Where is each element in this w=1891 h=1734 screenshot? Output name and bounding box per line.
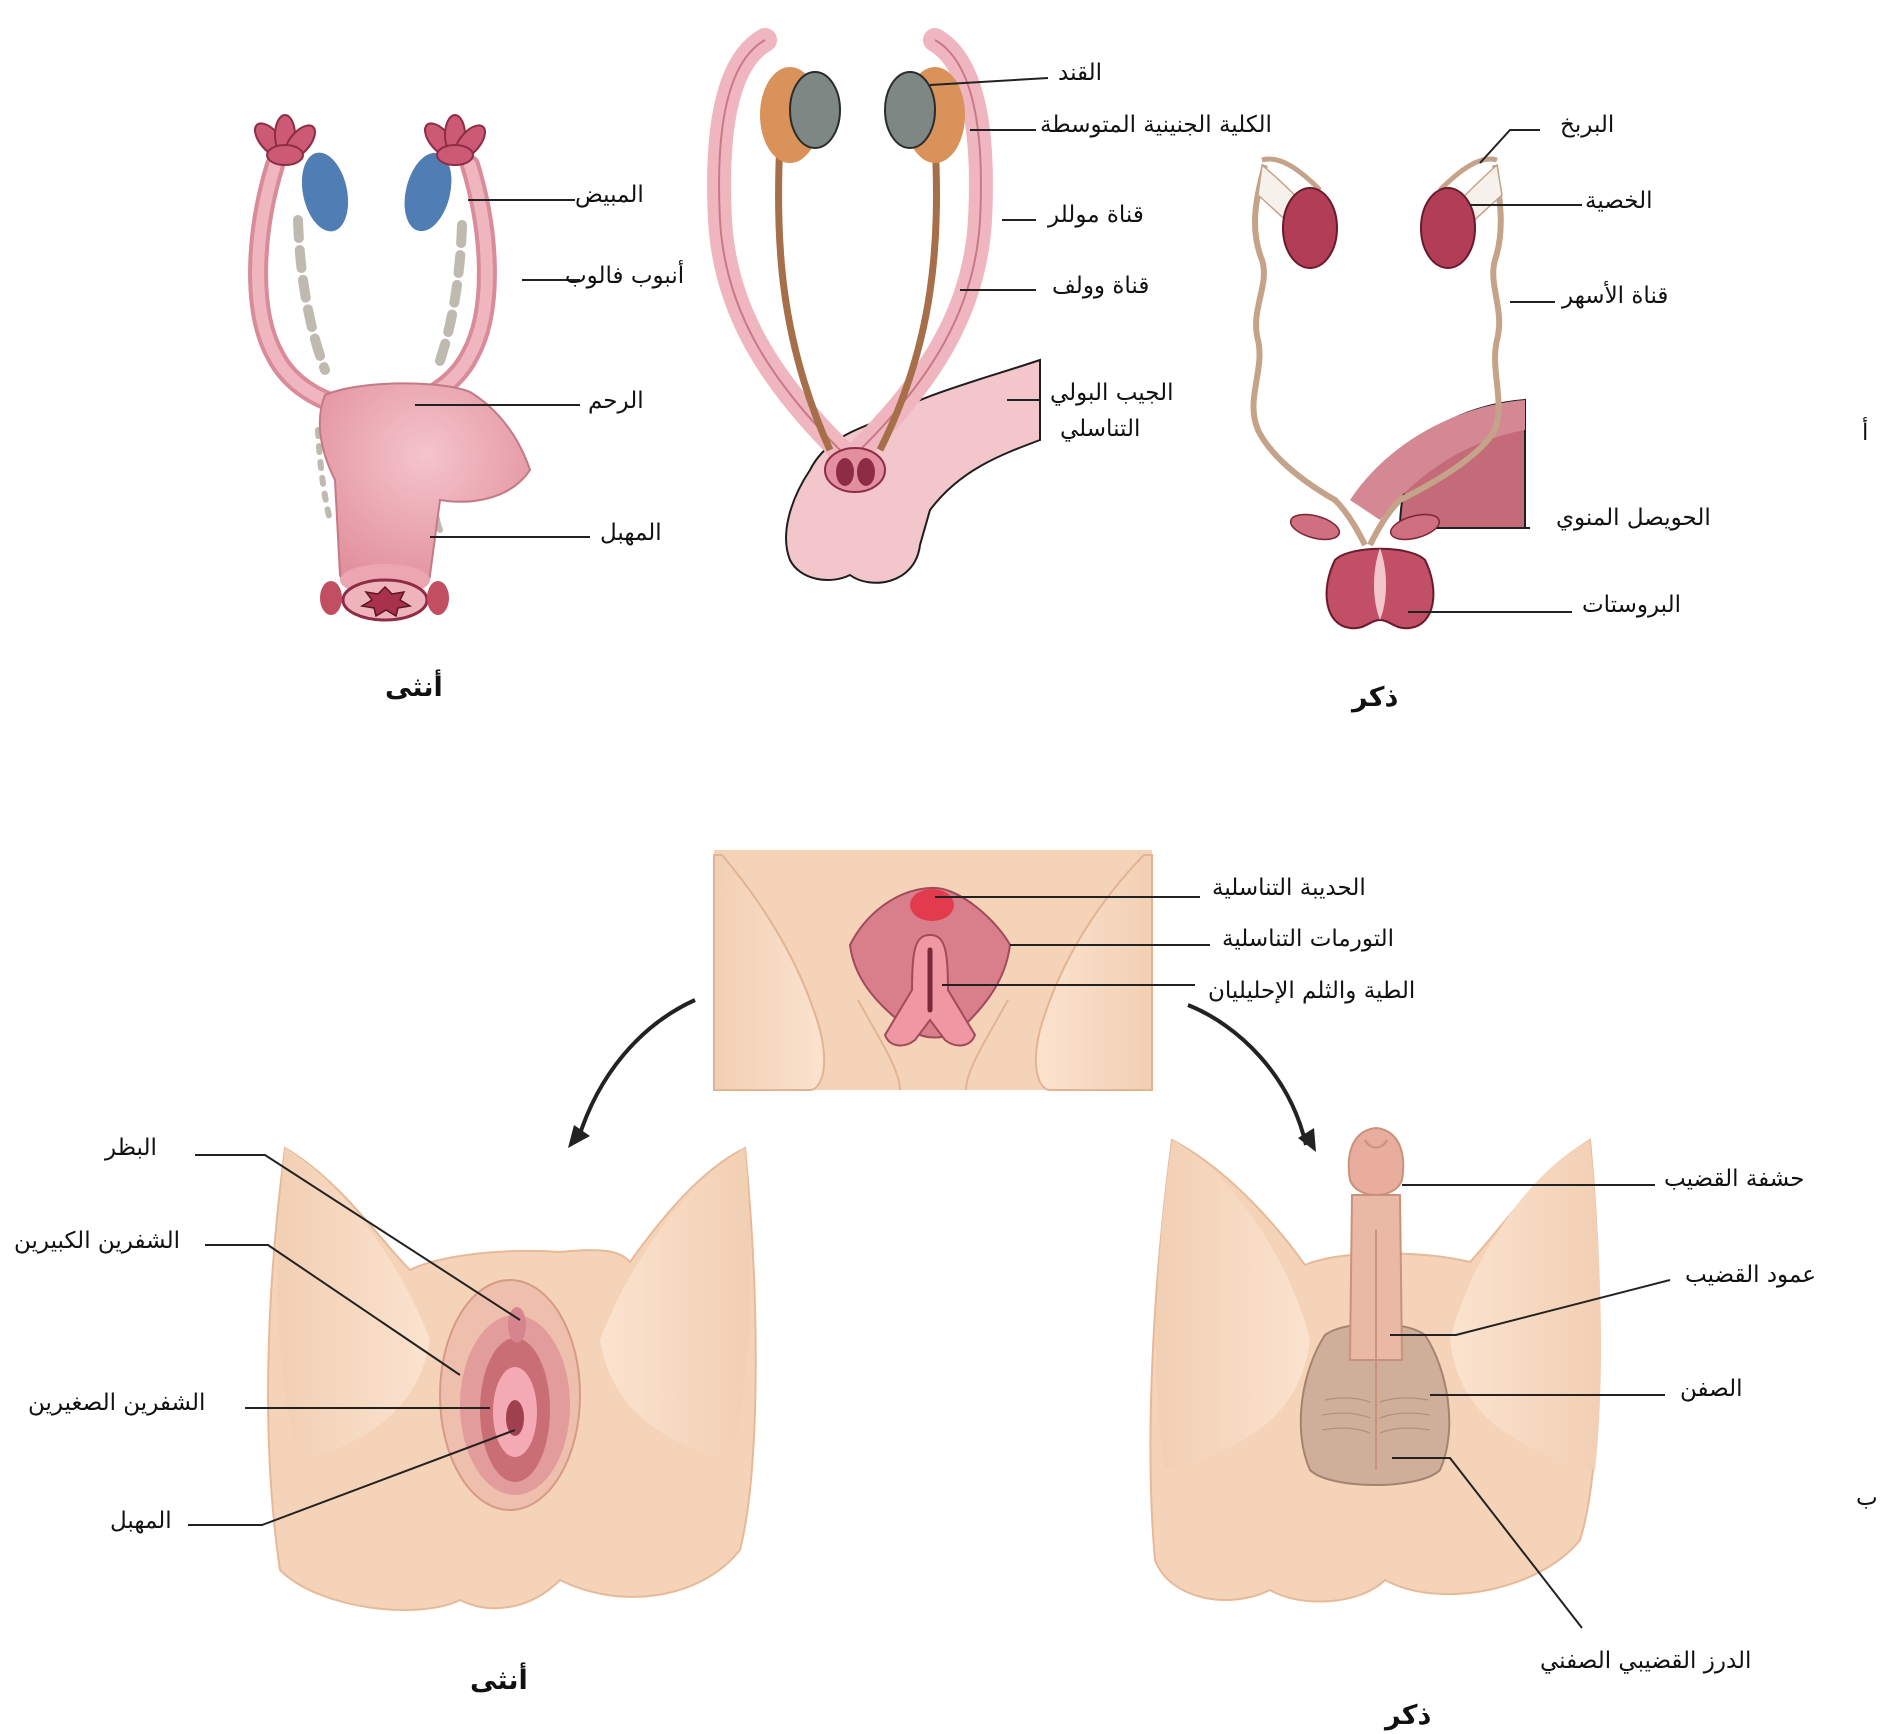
label-labia-minora: الشفرين الصغيرين bbox=[28, 1390, 206, 1416]
differentiation-arrows bbox=[576, 998, 1308, 1146]
label-raphe: الدرز القضيبي الصفني bbox=[1540, 1648, 1752, 1674]
leader-lines bbox=[188, 77, 1671, 1629]
label-clitoris: البظر bbox=[105, 1135, 157, 1161]
label-vagina-internal: المهبل bbox=[600, 520, 662, 546]
label-epididymis: البربخ bbox=[1560, 112, 1615, 138]
male-external-genitalia bbox=[1149, 1126, 1602, 1603]
caption-a-female: أنثى bbox=[385, 672, 443, 703]
caption-b-male: ذكر bbox=[1385, 1700, 1432, 1731]
label-glans: حشفة القضيب bbox=[1664, 1166, 1805, 1192]
indifferent-external-genitalia bbox=[713, 850, 1153, 1091]
label-shaft: عمود القضيب bbox=[1685, 1262, 1816, 1288]
label-prostate: البروستات bbox=[1582, 592, 1682, 618]
arrow-right-head bbox=[1298, 1128, 1316, 1152]
label-urogenital-sinus-1: الجيب البولي bbox=[1050, 380, 1174, 406]
female-internal-organs bbox=[248, 114, 532, 622]
arrow-left-head bbox=[568, 1125, 590, 1148]
label-vagina-external: المهبل bbox=[110, 1508, 172, 1534]
label-genital-tubercle: الحديبة التناسلية bbox=[1212, 875, 1366, 901]
female-external-genitalia bbox=[267, 1146, 757, 1611]
label-gonad: القند bbox=[1058, 60, 1103, 86]
label-urogenital-sinus-2: التناسلي bbox=[1060, 416, 1141, 442]
label-wolffian-duct: قناة وولف bbox=[1052, 273, 1150, 299]
indifferent-internal-organs bbox=[707, 28, 1041, 584]
label-labia-majora: الشفرين الكبيرين bbox=[14, 1228, 181, 1254]
label-mesonephros: الكلية الجنينية المتوسطة bbox=[1040, 112, 1272, 138]
label-fallopian-tube: أنبوب فالوب bbox=[565, 263, 685, 289]
label-uterus: الرحم bbox=[588, 388, 644, 414]
label-genital-swellings: التورمات التناسلية bbox=[1222, 926, 1395, 952]
label-mullerian-duct: قناة موللر bbox=[1048, 202, 1144, 228]
panel-b-marker: ب bbox=[1856, 1485, 1878, 1511]
label-seminal-vesicle: الحويصل المنوي bbox=[1556, 505, 1711, 531]
male-internal-organs bbox=[1250, 156, 1526, 630]
label-urethral-fold-groove: الطية والثلم الإحليليان bbox=[1208, 978, 1416, 1004]
caption-a-male: ذكر bbox=[1352, 682, 1399, 713]
label-ovary: المبيض bbox=[575, 182, 644, 208]
panel-a-marker: أ bbox=[1862, 420, 1869, 446]
label-scrotum: الصفن bbox=[1680, 1376, 1743, 1402]
caption-b-female: أنثى bbox=[470, 1665, 528, 1696]
label-vas-deferens: قناة الأسهر bbox=[1562, 283, 1669, 309]
label-testis: الخصية bbox=[1585, 188, 1653, 214]
